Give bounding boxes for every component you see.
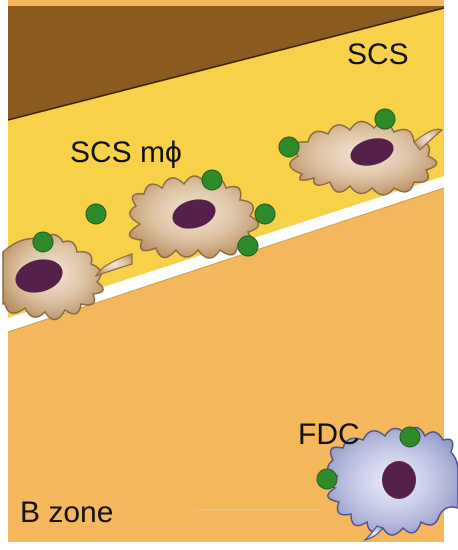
capsule-edge (7, 7, 445, 121)
macrophage-nucleus (172, 199, 216, 229)
antigen-particle-icon (316, 468, 338, 490)
antigen-particle-icon (85, 203, 107, 225)
label-scs-macrophage: SCS mϕ (70, 136, 182, 169)
antigen-particle-icon (278, 136, 300, 158)
label-fdc: FDC (298, 418, 360, 451)
antigen-particle-icon (201, 169, 223, 191)
macrophage-cell-icon (94, 175, 260, 278)
antigen-particle-icon (237, 235, 259, 257)
macrophage-nucleus (350, 138, 394, 166)
antigen-particle-icon (374, 108, 396, 130)
antigen-particle-icon (399, 426, 421, 448)
antigen-particle-icon (32, 231, 54, 253)
macrophage-nucleus (15, 259, 63, 293)
antigen-particle-icon (254, 203, 276, 225)
macrophage-cell-icon (289, 120, 444, 196)
subcapsular-sinus-region (8, 8, 444, 318)
label-scs: SCS (347, 38, 409, 71)
macrophage-cell-icon (2, 233, 104, 321)
fdc-nucleus (382, 461, 416, 499)
label-b-zone: B zone (20, 496, 114, 529)
fdc-cell-icon (327, 426, 458, 541)
fdc-antigens (316, 426, 421, 490)
antigen-particles (32, 108, 396, 257)
